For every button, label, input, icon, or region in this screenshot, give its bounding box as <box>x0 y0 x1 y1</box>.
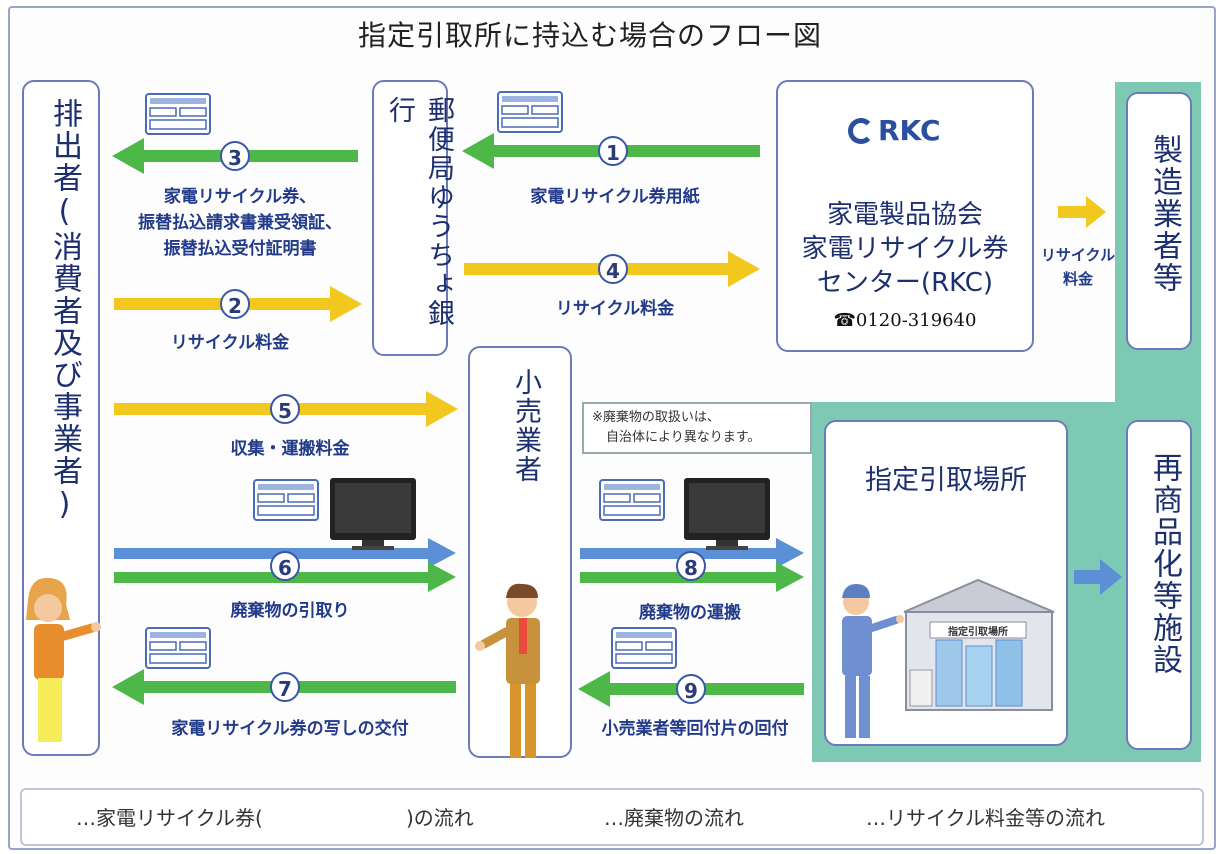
rkc-box: RKC 家電製品協会 家電リサイクル券 センター(RKC) ☎0120-3196… <box>776 80 1034 352</box>
flow-1-ticket-icon <box>497 91 563 133</box>
rkc-logo-mark-icon <box>848 118 874 144</box>
flow-4-arrow <box>464 251 760 287</box>
recycling-facility-box: 再商品化等施設 <box>1126 420 1192 750</box>
flow-3-label-1: 家電リサイクル券、 <box>163 187 317 207</box>
rkc-phone: 0120-319640 <box>855 310 977 331</box>
site-to-facility-arrow <box>1074 559 1122 595</box>
rkc-phone-row: ☎0120-319640 <box>778 310 1032 331</box>
flow-2-number: 2 <box>220 289 250 319</box>
flow-7-label: 家電リサイクル券の写しの交付 <box>171 719 409 739</box>
rkc-logo: RKC <box>848 114 941 147</box>
rkc-name-3: センター(RKC) <box>816 268 994 298</box>
rkc-logo-text: RKC <box>878 114 941 147</box>
flow-8-label: 廃棄物の運搬 <box>639 603 741 623</box>
flow-8-tv-icon <box>684 478 770 550</box>
note-line-2: 自治体により異なります。 <box>606 430 761 445</box>
emitter-box: 排出者(消費者及び事業者) <box>22 80 100 756</box>
waste-handling-note: ※廃棄物の取扱いは、 自治体により異なります。 <box>582 402 812 454</box>
warehouse-sign: 指定引取場所 <box>948 627 1008 638</box>
flow-1-label: 家電リサイクル券用紙 <box>530 187 700 207</box>
diagram-title: 指定引取所に持込む場合のフロー図 <box>357 19 822 52</box>
post-office-box: 郵便局ゆうちょ銀行 <box>372 80 454 356</box>
site-worker-icon <box>842 584 904 738</box>
warehouse-icon <box>903 578 1055 711</box>
legend-ticket-suffix: )の流れ <box>406 806 474 830</box>
maker-fee-arrow <box>1058 196 1106 228</box>
flow-3-label-2: 振替払込請求書兼受領証、 <box>138 213 342 233</box>
rkc-name-1: 家電製品協会 <box>826 200 983 230</box>
designated-site-label: 指定引取場所 <box>865 465 1027 496</box>
note-line-1: ※廃棄物の取扱いは、 <box>592 410 720 425</box>
flow-8-number: 8 <box>676 551 706 581</box>
flow-9-ticket-icon <box>611 627 677 669</box>
maker-fee-label-1: リサイクル <box>1040 246 1116 264</box>
flow-5-number: 5 <box>270 394 300 424</box>
retailer-label: 小売業者 <box>510 368 541 484</box>
phone-icon: ☎ <box>833 310 856 331</box>
maker-fee-label-2: 料金 <box>1062 270 1093 288</box>
post-office-label: 郵便局ゆうちょ銀行 <box>384 96 454 328</box>
legend: …家電リサイクル券( )の流れ …廃棄物の流れ …リサイクル料金等の流れ <box>20 788 1204 846</box>
recycling-facility-label: 再商品化等施設 <box>1147 452 1182 676</box>
flow-8-arrow <box>580 538 804 592</box>
legend-fee: …リサイクル料金等の流れ <box>866 806 1105 830</box>
manufacturer-box: 製造業者等 <box>1126 92 1192 350</box>
emitter-person-icon <box>26 577 101 742</box>
flow-6-label: 廃棄物の引取り <box>230 601 350 621</box>
legend-waste: …廃棄物の流れ <box>604 806 744 830</box>
flow-8-ticket-icon <box>599 479 665 521</box>
flow-6-number: 6 <box>270 551 300 581</box>
manufacturer-label: 製造業者等 <box>1147 134 1182 294</box>
flow-1-number: 1 <box>598 136 628 166</box>
rkc-name-2: 家電リサイクル券 <box>801 234 1009 264</box>
emitter-label: 排出者(消費者及び事業者) <box>47 98 82 524</box>
flow-4-number: 4 <box>598 254 628 284</box>
flow-3-ticket-icon <box>145 93 211 135</box>
flow-5-label: 収集・運搬料金 <box>230 439 350 459</box>
flow-4-label: リサイクル料金 <box>555 299 675 319</box>
flow-2-label: リサイクル料金 <box>170 333 290 353</box>
flow-3-number: 3 <box>220 141 250 171</box>
flow-7-number: 7 <box>270 672 300 702</box>
flow-6-ticket-icon <box>253 479 319 521</box>
retailer-person-icon <box>475 583 540 758</box>
flow-6-tv-icon <box>330 478 416 550</box>
flow-3-label-3: 振替払込受付証明書 <box>163 239 317 259</box>
flow-7-ticket-icon <box>145 627 211 669</box>
legend-ticket-prefix: …家電リサイクル券( <box>76 806 263 830</box>
flow-6-arrow <box>114 538 456 592</box>
flow-9-label: 小売業者等回付片の回付 <box>601 719 789 739</box>
flow-9-number: 9 <box>676 674 706 704</box>
